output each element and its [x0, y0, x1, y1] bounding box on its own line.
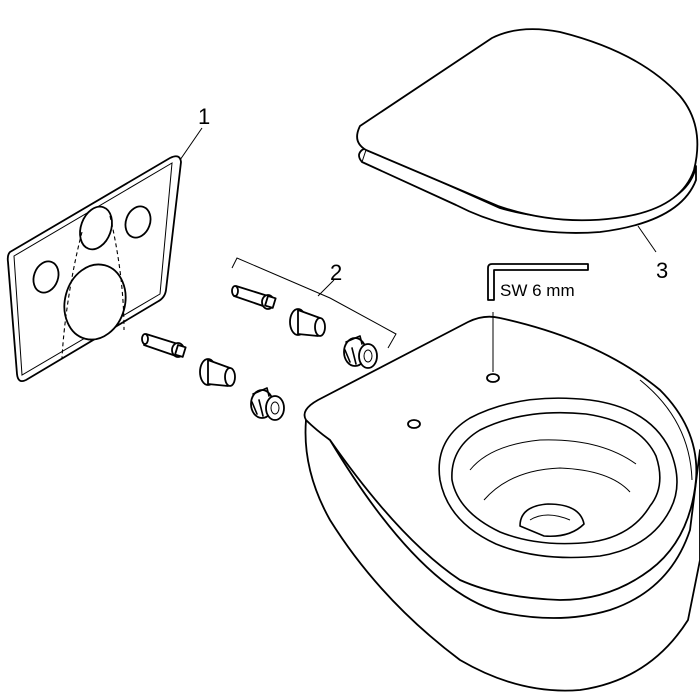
allen-key-icon — [487, 263, 589, 301]
seat-lid — [356, 28, 699, 234]
mounting-hole-rear — [486, 373, 500, 383]
callout-label-1: 1 — [198, 104, 210, 129]
threaded-rod-lower — [141, 333, 187, 358]
mounting-hole-front — [407, 419, 421, 429]
cover-plate-hole-top — [79, 205, 113, 251]
bowl-outlet — [519, 503, 585, 538]
bushing-upper — [289, 308, 326, 337]
toilet-bowl — [303, 312, 700, 692]
callout-leader-3 — [637, 225, 657, 253]
callout-leader-2 — [317, 279, 335, 297]
nut-lower — [250, 387, 285, 421]
fixing-set-bracket — [231, 257, 397, 349]
bowl-rim — [438, 397, 678, 559]
cover-plate — [6, 155, 182, 383]
cover-plate-hole-right — [124, 205, 152, 239]
nut-upper — [343, 335, 378, 369]
cover-plate-hole-left — [32, 260, 60, 294]
fixing-set — [141, 257, 397, 421]
callout-leader-1 — [179, 127, 203, 161]
bushing-lower — [199, 358, 236, 387]
callout-label-3: 3 — [656, 258, 668, 283]
callout-label-2: 2 — [330, 260, 342, 285]
threaded-rod-upper — [231, 285, 277, 310]
tool-size-label: SW 6 mm — [500, 281, 575, 300]
